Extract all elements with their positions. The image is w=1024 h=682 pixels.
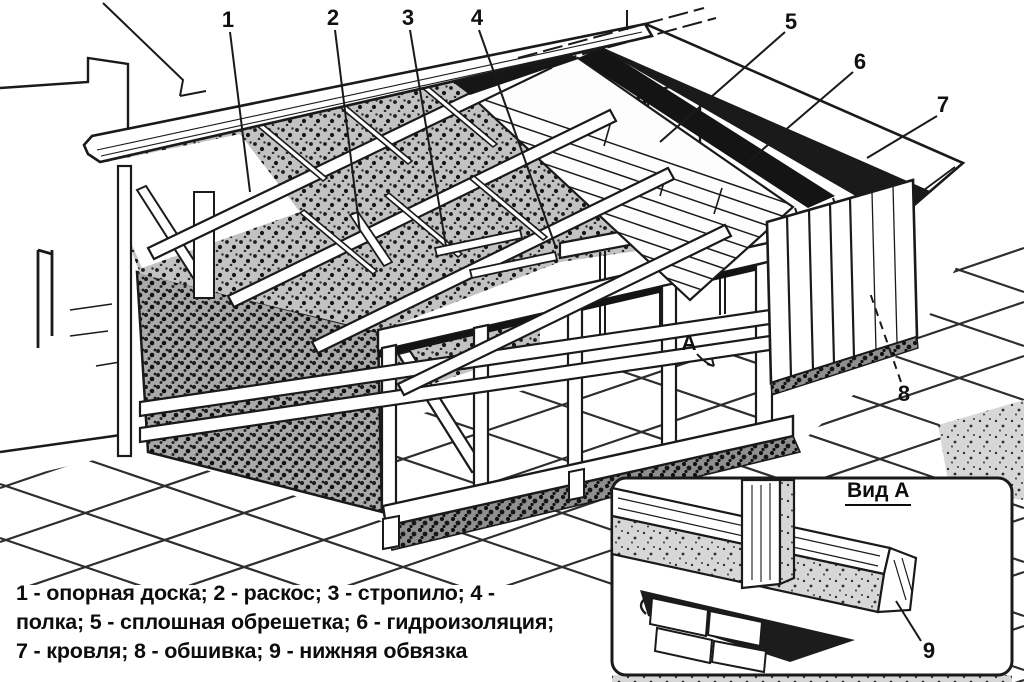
background-fence-lines	[517, 7, 717, 69]
callout-5: 5	[784, 9, 798, 34]
grass-strip	[612, 675, 1012, 682]
pier-block	[382, 514, 400, 551]
view-a-title: Вид А	[845, 479, 912, 506]
shelf-board	[433, 228, 524, 258]
marker-a: А	[681, 332, 697, 355]
callout-1: 1	[221, 7, 235, 32]
legend-line: полка; 5 - сплошная обрешетка; 6 - гидро…	[16, 610, 555, 634]
post	[566, 302, 584, 472]
callout-4: 4	[470, 5, 484, 30]
callout-3: 3	[401, 5, 415, 30]
batten	[383, 191, 464, 259]
batten	[468, 174, 549, 242]
legend-line: 7 - кровля; 8 - обшивка; 9 - нижняя обвя…	[16, 639, 468, 663]
batten	[298, 208, 379, 276]
beam-end-face	[876, 546, 918, 614]
callout-6: 6	[853, 49, 867, 74]
pier-block	[568, 467, 585, 502]
wall-cladding	[765, 178, 919, 396]
roof-rafters	[146, 55, 733, 397]
view-a-arrow	[696, 353, 715, 367]
callout-2: 2	[326, 5, 340, 30]
callout-7: 7	[936, 92, 950, 117]
grass-patch	[938, 400, 1024, 500]
corner-stud	[193, 191, 215, 299]
callout-leaders	[102, 2, 938, 383]
rafter	[310, 166, 676, 355]
rafter	[226, 108, 618, 309]
rafter	[396, 223, 733, 397]
brick-pier	[648, 596, 768, 674]
roof-waterproofing	[578, 48, 835, 208]
callout-9: 9	[922, 638, 936, 663]
shelf-board	[468, 250, 559, 280]
callout-8: 8	[897, 381, 911, 406]
support-board	[82, 22, 655, 164]
legend: 1 - опорная доска; 2 - раскос; 3 - строп…	[16, 579, 554, 666]
neighbor-building	[0, 56, 130, 454]
inset-leader	[895, 600, 922, 642]
legend-line: 1 - опорная доска; 2 - раскос; 3 - строп…	[16, 581, 495, 605]
detail-inset	[610, 476, 1014, 677]
corner-post	[116, 164, 133, 458]
short-brace	[348, 210, 394, 268]
inset-post	[740, 478, 796, 590]
